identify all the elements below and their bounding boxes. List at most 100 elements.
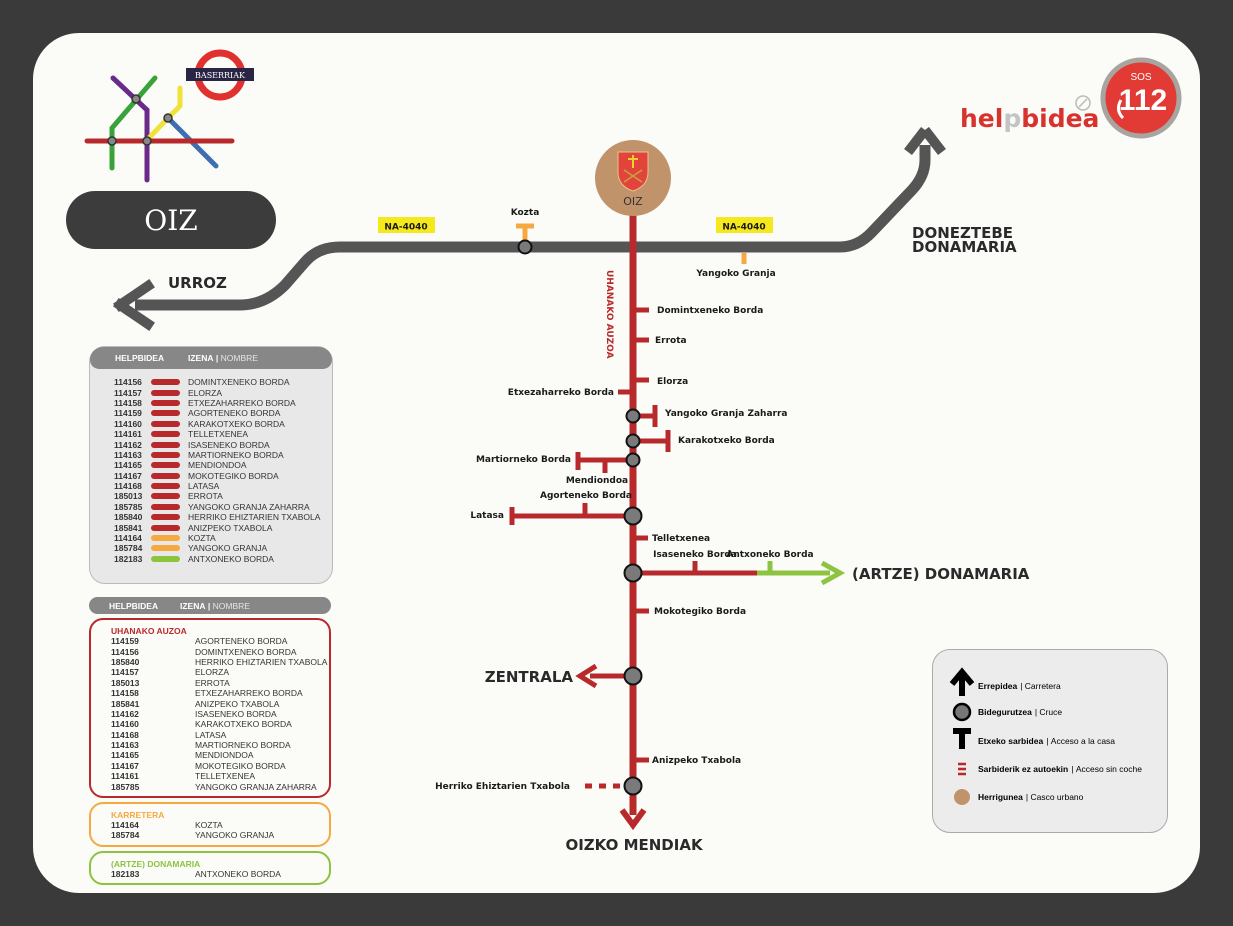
helpbidea-code: 114168 xyxy=(111,729,139,740)
arrow-east-green-icon xyxy=(820,560,846,586)
helpbidea-code: 185013 xyxy=(111,677,140,688)
junction-icon xyxy=(952,702,972,722)
helpbidea-code: 114163 xyxy=(114,449,142,460)
helpbidea-code: 182183 xyxy=(114,553,143,564)
place-name: YANGOKO GRANJA ZAHARRA xyxy=(195,781,317,792)
line-color-swatch xyxy=(151,451,180,458)
table-row: 114163 MARTIORNEKO BORDA xyxy=(114,450,332,460)
place-name: LATASA xyxy=(188,481,220,492)
helpbidea-code: 114164 xyxy=(114,533,142,544)
helpbidea-code: 114168 xyxy=(114,481,142,492)
place-name: ERROTA xyxy=(195,677,230,688)
junction-icon xyxy=(623,666,643,686)
place-name: ANIZPEKO TXABOLA xyxy=(195,698,280,709)
place-name: ETXEZAHARREKO BORDA xyxy=(195,688,303,699)
label-domintxeneko: Domintxeneko Borda xyxy=(657,306,763,316)
line-color-swatch xyxy=(151,410,180,417)
line-color-swatch xyxy=(151,555,180,562)
line-color-swatch xyxy=(151,431,180,438)
place-name: KARAKOTXEKO BORDA xyxy=(195,719,292,730)
place-name: MARTIORNEKO BORDA xyxy=(195,740,291,751)
helpbidea-code: 114165 xyxy=(111,750,139,761)
place-name: KOZTA xyxy=(195,820,223,831)
dashed-access-icon xyxy=(958,762,966,776)
house-branches xyxy=(509,307,757,789)
arrow-up-icon xyxy=(949,667,975,696)
col-izena: IZENA xyxy=(180,600,206,611)
place-name: ELORZA xyxy=(188,387,223,398)
place-name: KOZTA xyxy=(188,533,216,544)
road-sign-label: NA-4040 xyxy=(384,223,427,233)
place-name: YANGOKO GRANJA ZAHARRA xyxy=(188,501,310,512)
helpbidea-code: 114157 xyxy=(114,387,142,398)
dest-urroz: URROZ xyxy=(168,274,227,292)
junction-icon xyxy=(625,408,641,424)
place-name: ANTXONEKO BORDA xyxy=(188,553,274,564)
line-color-swatch xyxy=(151,493,180,500)
svg-text:112: 112 xyxy=(1119,84,1167,117)
line-color-swatch xyxy=(151,399,180,406)
line-color-swatch xyxy=(151,389,180,396)
place-name: ANTXONEKO BORDA xyxy=(195,868,281,879)
label-yangoko-granja: Yangoko Granja xyxy=(695,269,775,279)
helpbidea-code: 114158 xyxy=(114,397,142,408)
svg-text:SOS: SOS xyxy=(1130,72,1151,83)
arrow-east-icon xyxy=(904,126,946,156)
helpbidea-code: 114156 xyxy=(111,646,139,657)
place-name: TELLETXENEA xyxy=(195,771,255,782)
junction-icon xyxy=(625,433,641,449)
label-kozta: Kozta xyxy=(511,208,540,218)
arrow-south-icon xyxy=(619,808,647,831)
junction-icon xyxy=(517,239,533,255)
junction-icon xyxy=(623,563,643,583)
road-sign xyxy=(716,217,773,233)
helpbidea-code: 185784 xyxy=(111,830,140,841)
place-name: MARTIORNEKO BORDA xyxy=(188,449,284,460)
helpbidea-code: 114161 xyxy=(114,429,142,440)
line-color-swatch xyxy=(151,462,180,469)
helpbidea-code: 114160 xyxy=(111,719,139,730)
label-etxezaharreko: Etxezaharreko Borda xyxy=(508,388,614,398)
line-color-swatch xyxy=(151,483,180,490)
helpbidea-code: 182183 xyxy=(111,868,140,879)
col-helpbidea: HELPBIDEA xyxy=(115,353,165,363)
place-name: LATASA xyxy=(195,729,227,740)
label-isaseneko: Isaseneko Borda xyxy=(653,550,737,560)
label-latasa: Latasa xyxy=(470,511,504,521)
line-color-swatch xyxy=(151,441,180,448)
helpbidea-code: 185013 xyxy=(114,491,143,502)
road-na4040 xyxy=(135,145,931,311)
sos-112-badge: SOS 112 xyxy=(1100,57,1182,139)
legend-item: Etxeko sarbidea| Acceso a la casa xyxy=(978,736,1116,746)
town-icon xyxy=(954,789,970,805)
label-antxoneko: Antxoneko Borda xyxy=(726,550,813,560)
dest-oizko-mendiak: OIZKO MENDIAK xyxy=(565,836,704,854)
helpbidea-code: 114160 xyxy=(114,418,142,429)
helpbidea-code: 185784 xyxy=(114,543,143,554)
place-name: ELORZA xyxy=(195,667,230,678)
table-row: 114160 KARAKOTXEKO BORDA xyxy=(111,719,329,729)
place-name: DOMINTXENEKO BORDA xyxy=(195,646,297,657)
junctions xyxy=(517,239,643,796)
helpbidea-code: 114167 xyxy=(111,760,139,771)
road-sign xyxy=(378,217,435,233)
label-agorteneko: Agorteneko Borda xyxy=(540,491,632,501)
label-mokotegiko: Mokotegiko Borda xyxy=(654,607,746,617)
helpbidea-code: 114164 xyxy=(111,820,139,831)
label-elorza: Elorza xyxy=(657,377,688,387)
table-row: 182183 ANTXONEKO BORDA xyxy=(111,869,329,879)
helpbidea-code: 114159 xyxy=(111,636,139,647)
label-karakotxeko: Karakotxeko Borda xyxy=(678,436,775,446)
dest-doneztebe: DONEZTEBE xyxy=(912,224,1013,242)
helpbidea-code: 185840 xyxy=(114,512,143,523)
table-row: 114164 KOZTA xyxy=(114,533,332,543)
place-name: ERROTA xyxy=(188,491,223,502)
